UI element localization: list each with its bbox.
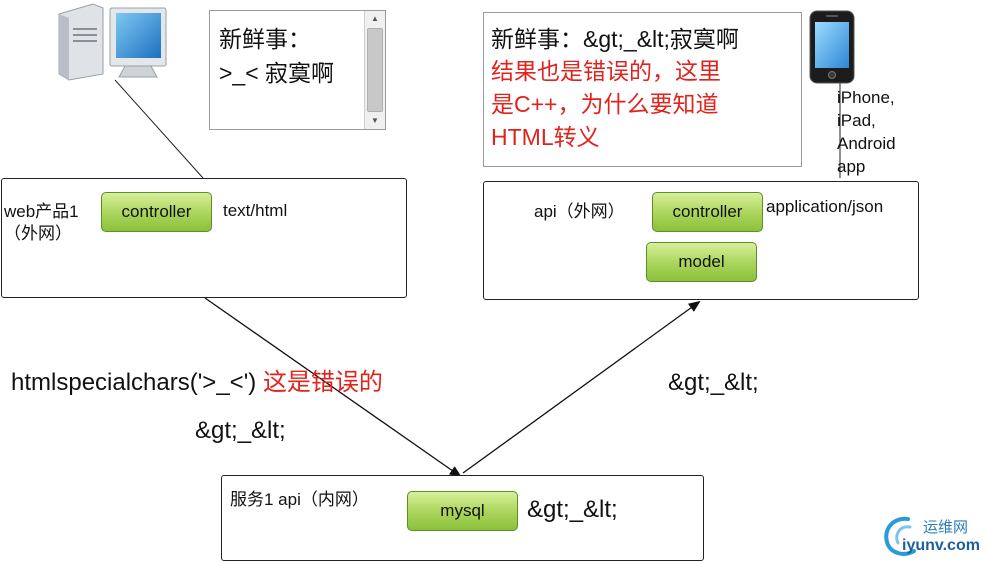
watermark-cn: 运维网 — [923, 519, 969, 536]
api-box: api（外网） controller model application/jso… — [483, 181, 919, 300]
service-to-api-arrow — [462, 300, 701, 474]
right-arrow-escaped-label: &gt;_&lt; — [668, 369, 759, 396]
api-model-node: model — [646, 242, 757, 282]
smartphone-icon — [809, 10, 855, 84]
watermark-logo: 运维网 iyunv.com — [880, 513, 985, 559]
api-controller-node: controller — [652, 192, 763, 232]
note-scrollbar[interactable]: ▲ ▼ — [364, 11, 385, 129]
left-arrow-code-label: htmlspecialchars('>_<') 这是错误的 — [11, 362, 383, 397]
left-note-box: 新鲜事： >_< 寂寞啊 ▲ ▼ — [209, 10, 386, 130]
scroll-down-arrow-icon[interactable]: ▼ — [371, 116, 379, 125]
web-controller-node: controller — [101, 192, 212, 232]
right-note-line2: 结果也是错误的，这里 — [491, 58, 721, 84]
phone-label-app: app — [837, 157, 866, 176]
mysql-node: mysql — [407, 491, 518, 531]
scroll-up-arrow-icon[interactable]: ▲ — [371, 14, 379, 23]
service-stored-value: &gt;_&lt; — [527, 496, 618, 523]
left-arrow-escaped-label: &gt;_&lt; — [195, 417, 286, 444]
desktop-computer-icon — [58, 3, 167, 81]
error-comment: 这是错误的 — [262, 369, 383, 396]
left-note-line2: >_< 寂寞啊 — [219, 60, 335, 86]
service-box: 服务1 api（内网） mysql &gt;_&lt; — [221, 475, 704, 561]
phone-label-iphone: iPhone, — [837, 88, 895, 107]
service-box-title: 服务1 api（内网） — [230, 490, 369, 509]
pc-to-web-line — [114, 79, 204, 179]
phone-label-android: Android — [837, 134, 896, 153]
right-note-line1: 新鲜事：&gt;_&lt;寂寞啊 — [491, 26, 739, 52]
web-product-box: web产品1 （外网） controller text/html — [1, 178, 407, 298]
api-content-type: application/json — [766, 197, 884, 216]
htmlspecialchars-call: htmlspecialchars('>_<') — [11, 369, 257, 396]
phone-label-ipad: iPad, — [837, 111, 876, 130]
watermark-url: iyunv.com — [902, 537, 980, 554]
web-content-type: text/html — [223, 201, 288, 220]
right-note-box: 新鲜事：&gt;_&lt;寂寞啊 结果也是错误的，这里 是C++，为什么要知道 … — [483, 12, 802, 167]
left-note-line1: 新鲜事： — [219, 26, 311, 52]
api-box-title: api（外网） — [534, 202, 625, 221]
right-note-line3: 是C++，为什么要知道 — [491, 91, 719, 117]
right-note-line4: HTML转义 — [491, 124, 600, 150]
web-box-subtitle: （外网） — [4, 224, 72, 243]
scrollbar-thumb[interactable] — [367, 28, 383, 112]
watermark-swirl-icon — [884, 516, 916, 556]
web-box-title: web产品1 — [4, 202, 79, 221]
web-to-service-arrow — [204, 297, 462, 478]
phone-labels: iPhone, iPad, Android app — [837, 86, 896, 178]
